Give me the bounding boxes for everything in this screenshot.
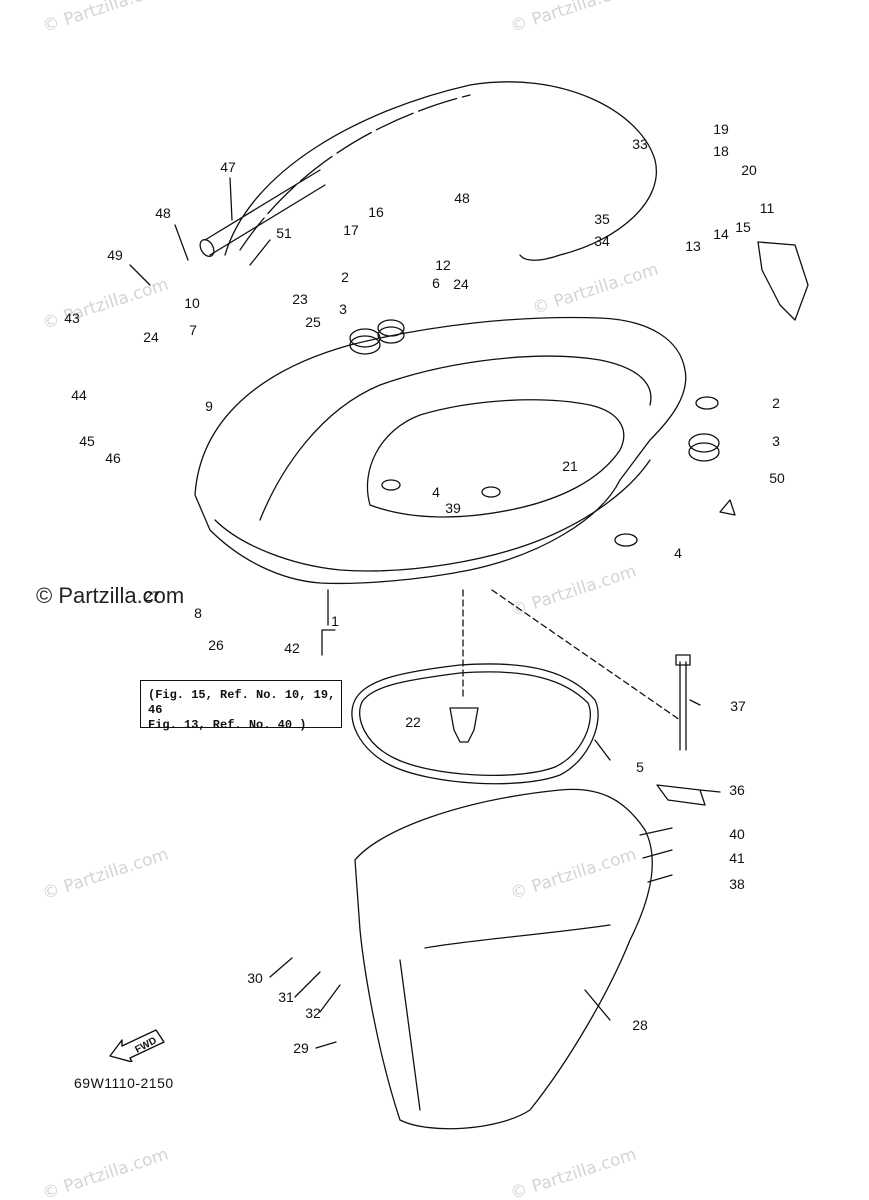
callout-38: 38 [729, 876, 745, 892]
callout-27: 27 [144, 588, 160, 604]
callout-32: 32 [305, 1005, 321, 1021]
top-cowling-outline [224, 81, 657, 261]
callout-36: 36 [729, 782, 745, 798]
callout-10: 10 [184, 295, 200, 311]
callout-13: 13 [685, 238, 701, 254]
callout-14: 14 [713, 226, 729, 242]
callout-16: 16 [368, 204, 384, 220]
callout-23: 23 [292, 291, 308, 307]
gasket [351, 663, 599, 785]
callout-25: 25 [305, 314, 321, 330]
callout-43: 43 [64, 310, 80, 326]
callout-34: 34 [594, 233, 610, 249]
callout-19: 19 [713, 121, 729, 137]
reference-note-line-2: Fig. 13, Ref. No. 40 ) [148, 718, 307, 732]
callout-3: 3 [339, 301, 347, 317]
callout-39: 39 [445, 500, 461, 516]
callout-49: 49 [107, 247, 123, 263]
callout-8: 8 [194, 605, 202, 621]
callout-40: 40 [729, 826, 745, 842]
callout-46: 46 [105, 450, 121, 466]
callout-22: 22 [405, 714, 421, 730]
callout-21: 21 [562, 458, 578, 474]
callout-5: 5 [636, 759, 644, 775]
callout-29: 29 [293, 1040, 309, 1056]
callout-4: 4 [674, 545, 682, 561]
callout-33: 33 [632, 136, 648, 152]
watermark-large: © Partzilla.com [36, 583, 185, 608]
callout-51: 51 [276, 225, 292, 241]
fwd-arrow-icon: FWD [109, 1029, 165, 1062]
callout-15: 15 [735, 219, 751, 235]
callout-48: 48 [155, 205, 171, 221]
callout-47: 47 [220, 159, 236, 175]
callout-20: 20 [741, 162, 757, 178]
reference-note: (Fig. 15, Ref. No. 10, 19, 46 Fig. 13, R… [140, 680, 342, 732]
callout-9: 9 [205, 398, 213, 414]
bottom-cowling-pan [194, 316, 687, 585]
apron [354, 788, 653, 1130]
callout-35: 35 [594, 211, 610, 227]
callout-12: 12 [435, 257, 451, 273]
callout-17: 17 [343, 222, 359, 238]
callout-6: 6 [432, 275, 440, 291]
callout-50: 50 [769, 470, 785, 486]
callout-48: 48 [454, 190, 470, 206]
drawing-code: 69W1110-2150 [74, 1075, 174, 1091]
callout-2: 2 [772, 395, 780, 411]
callout-30: 30 [247, 970, 263, 986]
callout-41: 41 [729, 850, 745, 866]
callout-1: 1 [331, 613, 339, 629]
callout-45: 45 [79, 433, 95, 449]
callout-7: 7 [189, 322, 197, 338]
callout-31: 31 [278, 989, 294, 1005]
callout-11: 11 [759, 200, 775, 216]
callout-37: 37 [730, 698, 746, 714]
callout-3: 3 [772, 433, 780, 449]
reference-note-line-1: (Fig. 15, Ref. No. 10, 19, 46 [148, 688, 336, 717]
callout-2: 2 [341, 269, 349, 285]
callout-42: 42 [284, 640, 300, 656]
callout-26: 26 [208, 637, 224, 653]
callout-4: 4 [432, 484, 440, 500]
callout-44: 44 [71, 387, 87, 403]
latch [757, 241, 809, 321]
callout-24: 24 [143, 329, 159, 345]
hose [204, 169, 326, 256]
callout-18: 18 [713, 143, 729, 159]
callout-24: 24 [453, 276, 469, 292]
callout-28: 28 [632, 1017, 648, 1033]
